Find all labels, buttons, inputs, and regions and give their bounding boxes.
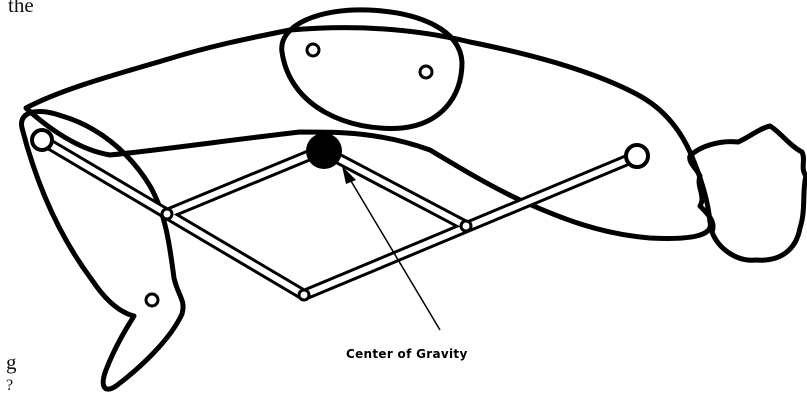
center-of-gravity-marker (306, 133, 342, 169)
pivot-left-end (32, 130, 52, 150)
shoulder-hole-right (420, 66, 432, 78)
center-of-gravity-label: Center of Gravity (346, 347, 468, 361)
pivot-left-joint (162, 209, 172, 219)
pivot-bottom-joint (299, 290, 309, 300)
leg-hole (146, 294, 158, 306)
shoulder-hole-left (307, 44, 319, 56)
linkage-bar-upper-left (167, 150, 322, 214)
body-outline (26, 28, 710, 239)
pivot-right-end (626, 145, 648, 167)
pivot-right-joint (461, 221, 471, 231)
